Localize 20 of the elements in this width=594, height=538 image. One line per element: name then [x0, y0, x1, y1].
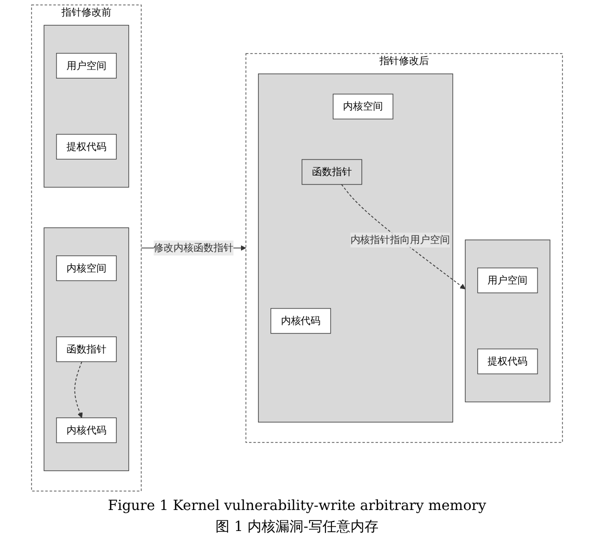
node-box: 内核空间 — [56, 255, 117, 282]
node-box: 内核代码 — [270, 308, 331, 334]
node-box: 内核空间 — [332, 94, 394, 120]
node-box: 用户空间 — [477, 268, 538, 294]
node-box: 提权代码 — [56, 134, 117, 160]
edge-label: 内核指针指向用户空间 — [350, 234, 450, 246]
cluster — [258, 74, 454, 422]
caption: Figure 1 Kernel vulnerability-write arbitrary memory — [108, 498, 486, 514]
cluster — [464, 240, 550, 402]
arrow — [341, 184, 466, 290]
cluster — [44, 24, 130, 188]
cluster — [44, 227, 130, 472]
node-box: 函数指针 — [56, 336, 117, 362]
node-box: 提权代码 — [477, 348, 538, 374]
node-box: 用户空间 — [56, 52, 117, 79]
edge-label: 修改内核函数指针 — [154, 242, 234, 254]
caption-label: 图 1 内核漏洞-写任意内存 — [216, 518, 378, 536]
arrow — [74, 361, 83, 418]
node-box: 内核代码 — [56, 417, 117, 444]
node-box: 函数指针 — [302, 159, 362, 185]
